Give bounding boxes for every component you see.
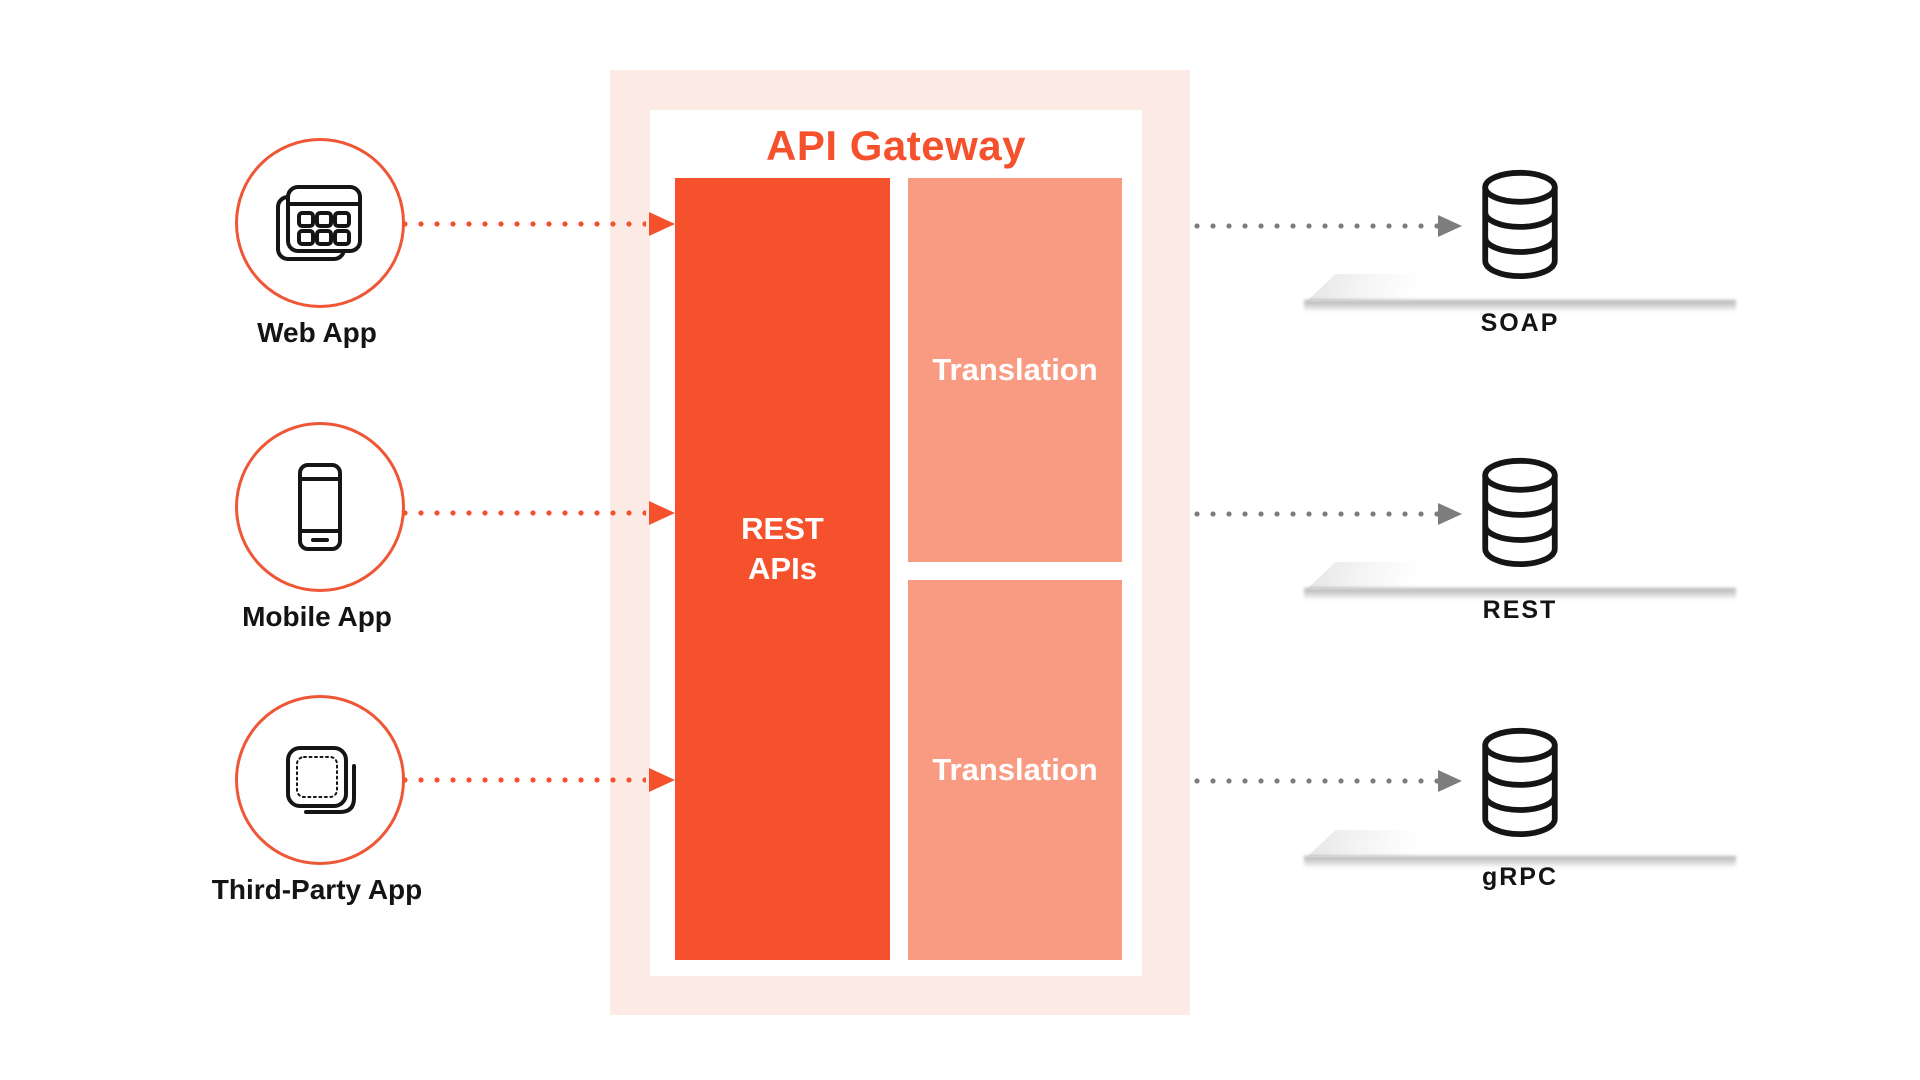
source-node-web-app (235, 138, 405, 308)
translation-block-top: Translation (908, 178, 1122, 562)
backend-label-rest: REST (1482, 596, 1558, 624)
arrowhead-icon (1438, 503, 1462, 525)
source-node-third-party-app (235, 695, 405, 865)
stacked-squares-icon (274, 734, 366, 826)
source-label-third-party-app: Third-Party App (211, 874, 423, 905)
platform-shadow (1304, 300, 1736, 312)
arrowhead-icon (649, 501, 675, 525)
database-icon (1474, 726, 1566, 838)
backend-label-soap: SOAP (1480, 309, 1560, 337)
source-label-mobile-app: Mobile App (242, 601, 392, 632)
translation-block-bottom: Translation (908, 580, 1122, 960)
connector-gateway-to-grpc (1194, 778, 1438, 784)
arrowhead-icon (1438, 215, 1462, 237)
platform-shadow (1304, 856, 1736, 868)
connector-web-app-to-gateway (402, 221, 646, 227)
source-node-mobile-app (235, 422, 405, 592)
translation-label-bottom: Translation (932, 752, 1098, 787)
gateway-title: API Gateway (766, 122, 1026, 169)
connector-gateway-to-rest (1194, 511, 1438, 517)
arrowhead-icon (649, 768, 675, 792)
connector-third-party-app-to-gateway (402, 777, 646, 783)
rest-apis-block: REST APIs (675, 178, 890, 960)
grid-window-icon (272, 179, 368, 267)
arrowhead-icon (1438, 770, 1462, 792)
rest-apis-label: REST APIs (741, 510, 824, 586)
connector-gateway-to-soap (1194, 223, 1438, 229)
database-icon (1474, 168, 1566, 280)
connector-mobile-app-to-gateway (402, 510, 646, 516)
translation-label-top: Translation (932, 352, 1098, 387)
smartphone-icon (276, 459, 364, 555)
database-icon (1474, 456, 1566, 568)
platform-shadow (1304, 588, 1736, 600)
source-label-web-app: Web App (257, 317, 377, 348)
arrowhead-icon (649, 212, 675, 236)
backend-label-grpc: gRPC (1481, 863, 1559, 891)
